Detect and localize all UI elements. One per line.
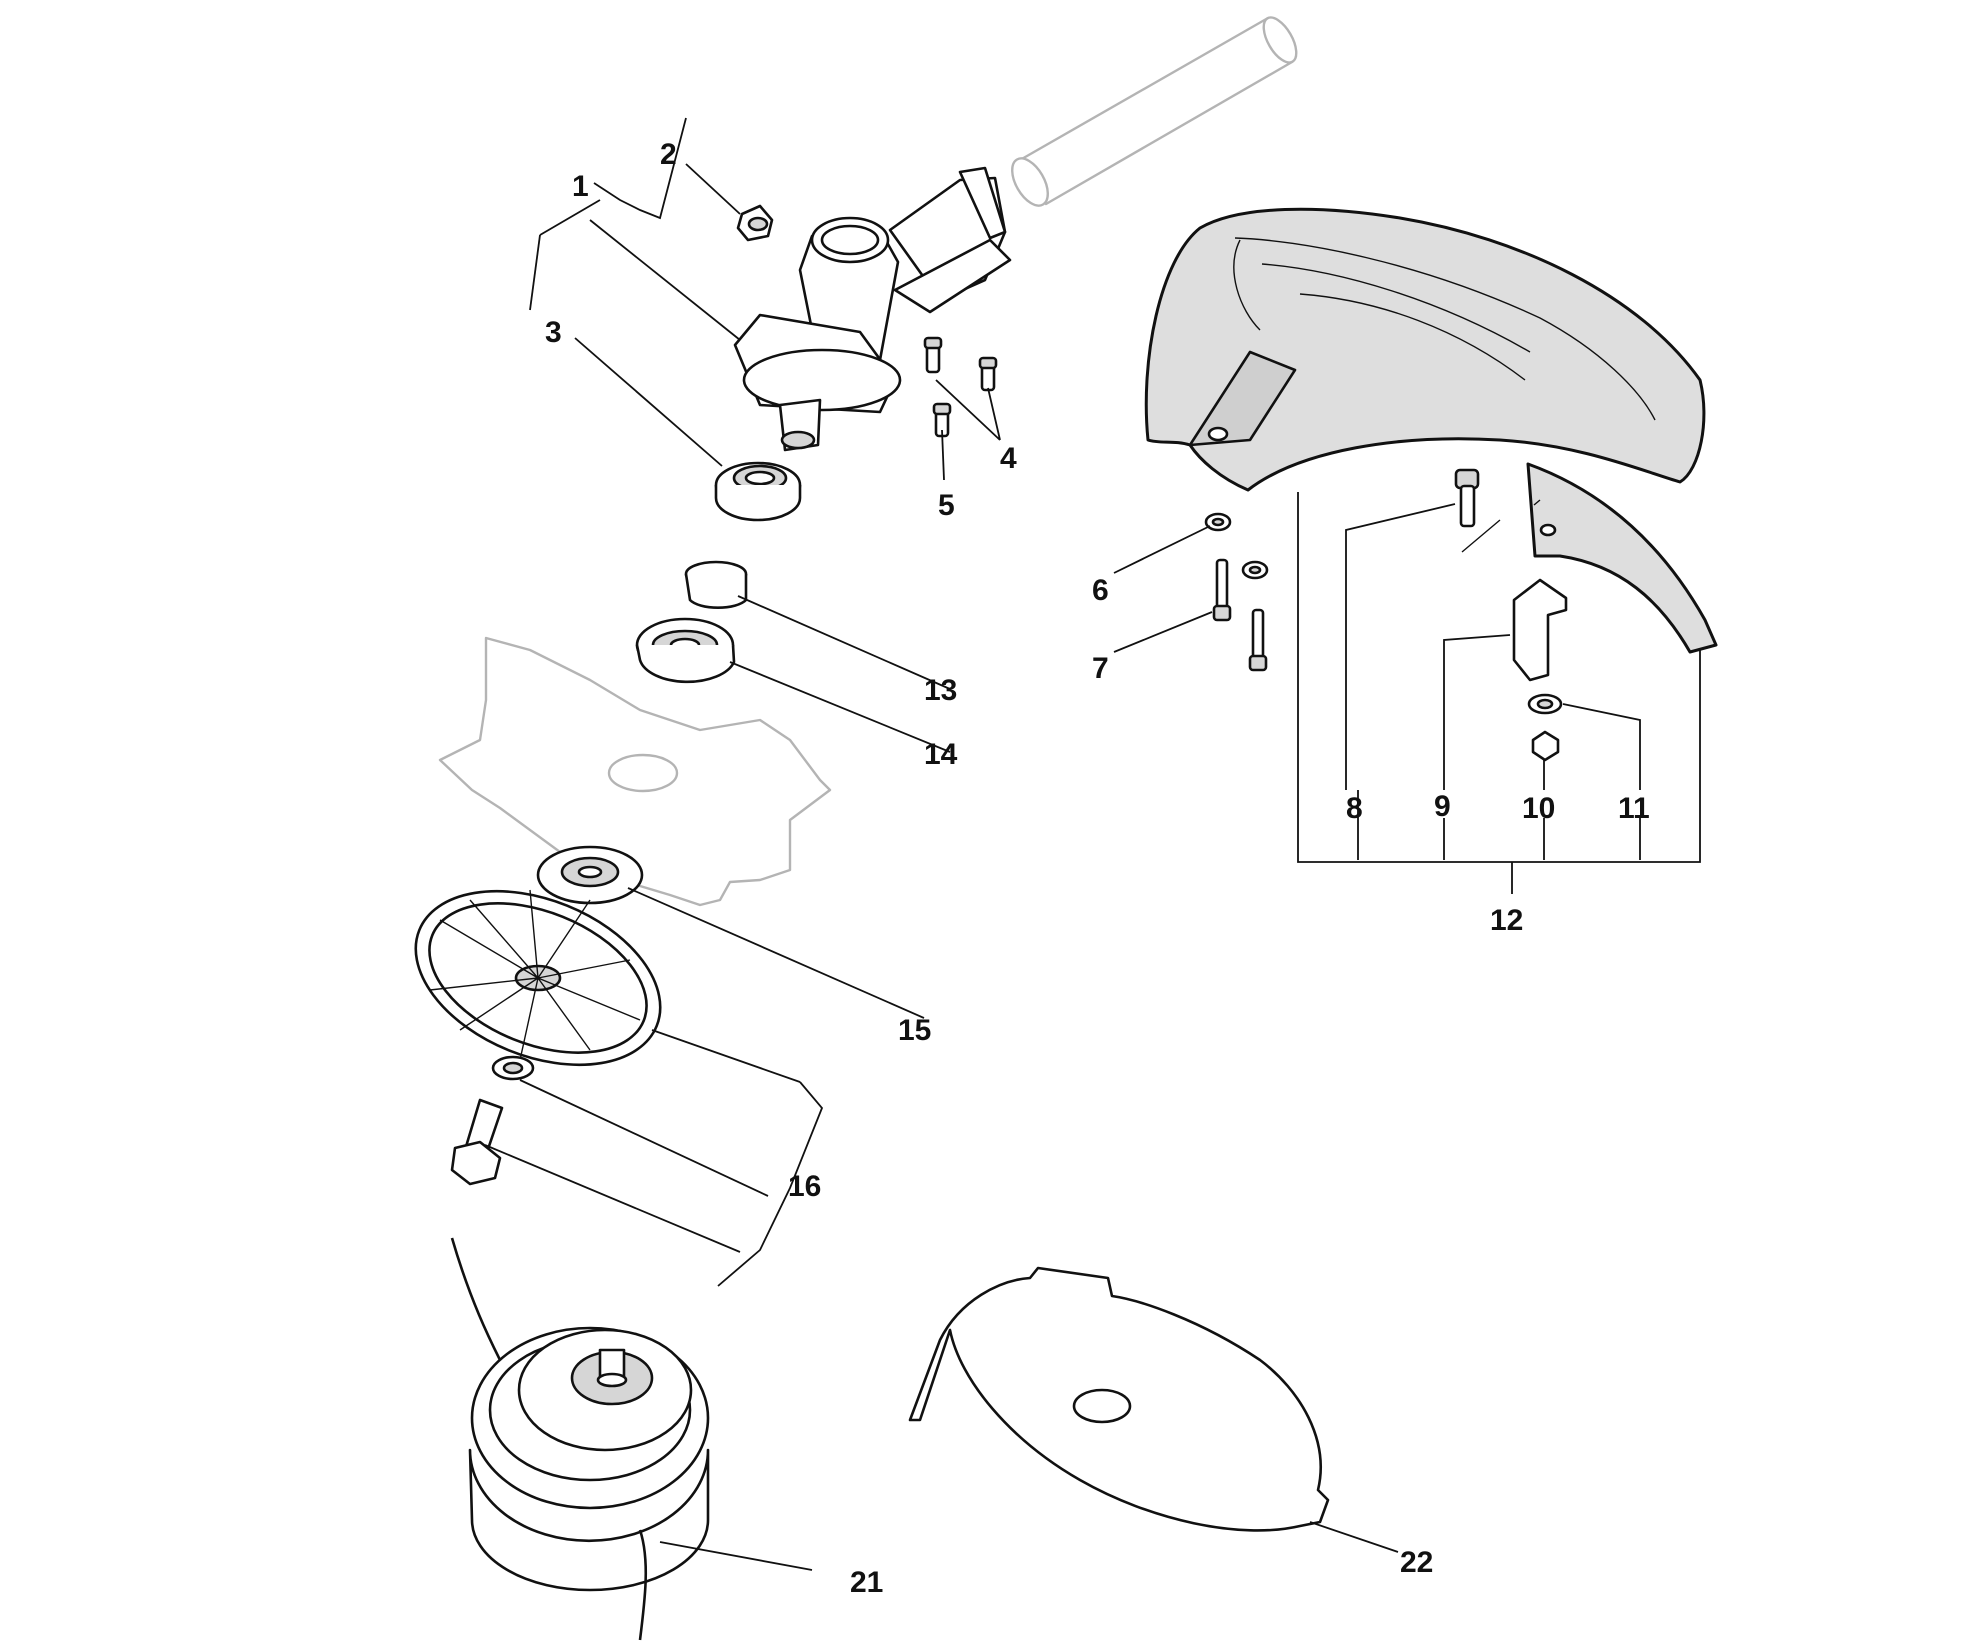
label-7: 7 (1092, 652, 1109, 685)
drive-shaft-tube (1011, 16, 1298, 207)
label-1: 1 (572, 170, 589, 203)
blade-guard (1144, 207, 1718, 654)
bushing-and-bearing-13-14 (635, 560, 748, 684)
label-10: 10 (1522, 792, 1555, 825)
leader-lines (484, 117, 1701, 1571)
label-12: 12 (1490, 904, 1523, 937)
label-21: 21 (850, 1566, 883, 1599)
label-15: 15 (898, 1014, 931, 1047)
label-11: 11 (1618, 792, 1650, 825)
label-8: 8 (1346, 792, 1363, 825)
label-13: 13 (924, 674, 957, 707)
part-labels: 1 2 3 4 5 6 7 8 9 10 11 12 13 14 15 16 2… (545, 138, 1650, 1599)
grease-plug-part-2 (736, 204, 774, 242)
four-tooth-blade (438, 636, 832, 907)
screws-part-4-5 (923, 336, 998, 438)
guard-fasteners-6-7 (1204, 512, 1269, 672)
bearing-part-3 (714, 461, 802, 522)
guard-hardware-8-11 (1454, 468, 1568, 762)
label-16: 16 (788, 1170, 821, 1203)
label-14: 14 (924, 738, 958, 771)
flange-part-15 (536, 845, 644, 905)
trimmer-head-part-21 (450, 1237, 710, 1641)
label-22: 22 (1400, 1546, 1433, 1579)
two-tooth-blade-part-22 (908, 1266, 1330, 1532)
label-9: 9 (1434, 790, 1451, 823)
label-4: 4 (1000, 442, 1017, 475)
label-2: 2 (660, 138, 677, 171)
gear-head (733, 166, 1012, 452)
label-6: 6 (1092, 574, 1109, 607)
label-5: 5 (938, 489, 955, 522)
label-3: 3 (545, 316, 562, 349)
cup-guard-part-16 (414, 889, 662, 1186)
